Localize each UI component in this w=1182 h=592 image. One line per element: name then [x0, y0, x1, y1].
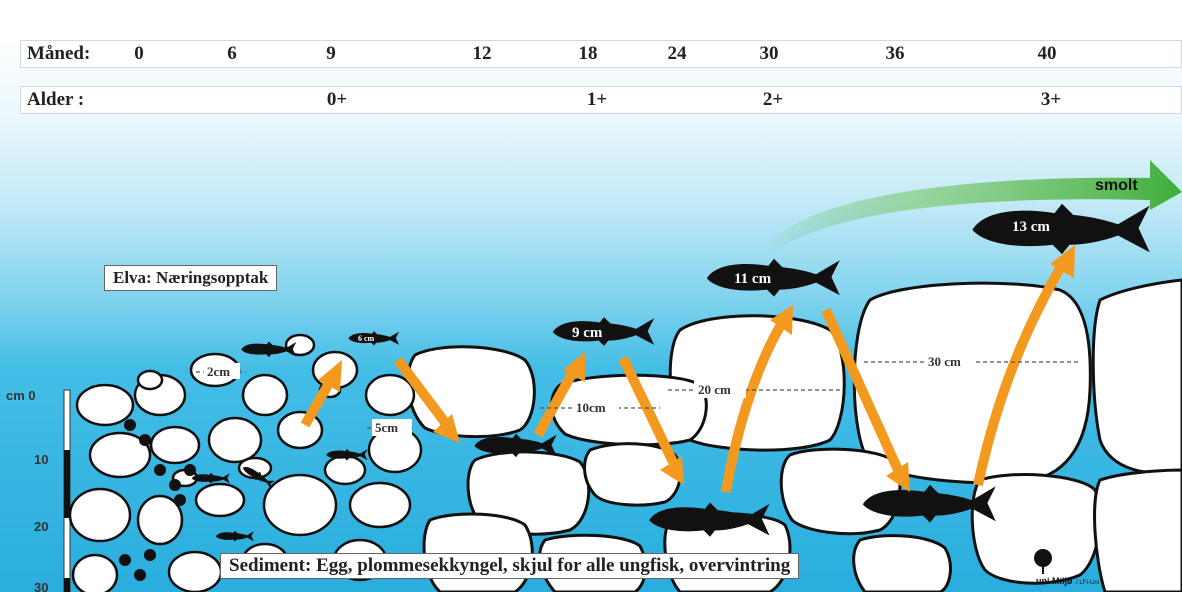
stone [209, 418, 261, 462]
river-label: Elva: Næringsopptak [104, 265, 277, 291]
stone [264, 475, 336, 535]
stone [73, 555, 117, 592]
depth-label: 30 [34, 580, 48, 592]
depth-label: 20 [34, 519, 48, 534]
stone [1093, 280, 1182, 473]
logo-name: uni Miljø [1036, 576, 1073, 586]
stone [196, 484, 244, 516]
smolt-arrow-shape [762, 160, 1182, 255]
egg [154, 464, 166, 476]
egg [139, 434, 151, 446]
stone [854, 536, 951, 592]
egg [124, 419, 136, 431]
depth-scale: cm 0 10 20 30 [6, 388, 70, 592]
stone [138, 371, 162, 389]
egg [119, 554, 131, 566]
fish-9cm-icon [553, 317, 654, 346]
smolt-arrow: smolt [762, 160, 1182, 255]
depth-label: cm 0 [6, 388, 36, 403]
stone-size-label: 10cm [576, 400, 606, 415]
egg [184, 464, 196, 476]
egg [169, 479, 181, 491]
stone [77, 385, 133, 425]
stone-size-label: 5cm [375, 420, 398, 435]
logo-mark-icon [1034, 549, 1052, 567]
depth-label: 10 [34, 452, 48, 467]
stone [70, 489, 130, 541]
sediment-label: Sediment: Egg, plommesekkyngel, skjul fo… [220, 553, 799, 579]
stone [366, 375, 414, 415]
fish-size-label: 11 cm [734, 271, 772, 287]
stone [350, 483, 410, 527]
stone [243, 375, 287, 415]
smolt-label: smolt [1095, 177, 1138, 194]
fish-13cm-icon [972, 204, 1149, 254]
stone [278, 412, 322, 448]
depth-scale-segment [64, 578, 70, 592]
fish-icon [216, 531, 254, 542]
fish-icon [192, 473, 230, 484]
stone [1095, 470, 1182, 592]
egg [174, 494, 186, 506]
stone-size-label: 20 cm [698, 382, 731, 397]
stones [408, 280, 1182, 592]
stone [781, 449, 900, 534]
fish-size-label: 13 cm [1012, 219, 1050, 235]
egg [134, 569, 146, 581]
egg [144, 549, 156, 561]
fish-size-label: 6 cm [358, 334, 375, 343]
fish-size-label: 9 cm [572, 325, 603, 341]
logo-subtitle: / LFI-Uni [1076, 580, 1099, 586]
stone [325, 456, 365, 484]
stone-size-label: 30 cm [928, 354, 961, 369]
depth-scale-segment [64, 450, 70, 518]
fish-11cm-icon [707, 259, 840, 297]
stone-size-label: 2cm [207, 364, 230, 379]
stone [151, 427, 199, 463]
stone [169, 552, 221, 592]
